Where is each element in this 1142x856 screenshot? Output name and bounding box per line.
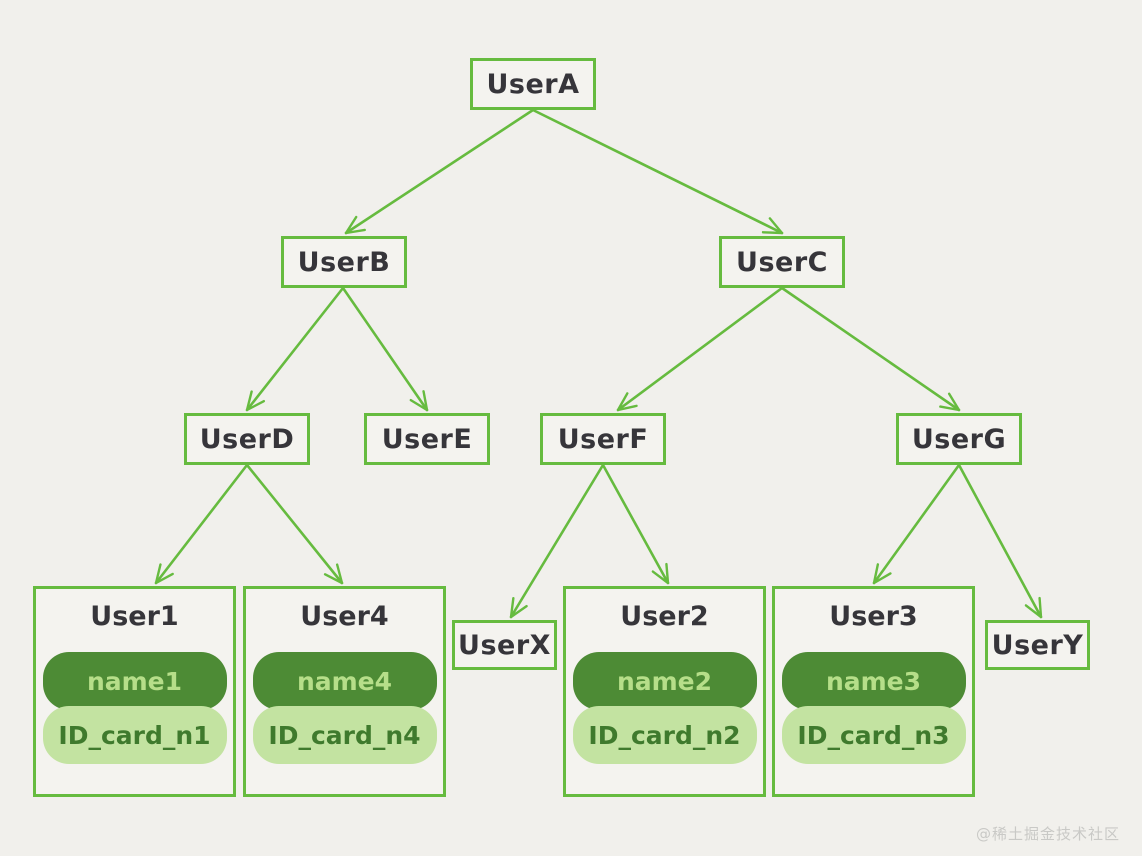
node-label: UserG bbox=[911, 423, 1007, 455]
node-label: UserY bbox=[991, 629, 1084, 661]
node-label: UserX bbox=[458, 629, 551, 661]
node-label: UserB bbox=[297, 246, 391, 278]
node-usera[interactable]: UserA bbox=[470, 58, 596, 110]
edge-userb-to-userd bbox=[245, 286, 345, 412]
node-userd[interactable]: UserD bbox=[184, 413, 310, 465]
edge-usera-to-userb bbox=[344, 108, 535, 235]
edge-userd-to-user1 bbox=[154, 463, 249, 585]
entity-id-card-pill: ID_card_n2 bbox=[572, 706, 757, 764]
node-userb[interactable]: UserB bbox=[281, 236, 407, 288]
edge-userf-to-userx bbox=[509, 463, 605, 619]
entity-name-pill: name3 bbox=[781, 652, 966, 710]
entity-id-card-pill: ID_card_n4 bbox=[252, 706, 437, 764]
node-label: UserF bbox=[557, 423, 649, 455]
entity-card-title: User2 bbox=[620, 601, 709, 632]
node-label: UserC bbox=[736, 246, 828, 278]
node-usere[interactable]: UserE bbox=[364, 413, 490, 465]
edge-userb-to-usere bbox=[341, 286, 429, 412]
edge-userc-to-userf bbox=[616, 286, 784, 412]
edge-usera-to-userc bbox=[531, 108, 784, 235]
entity-card-title: User3 bbox=[829, 601, 918, 632]
watermark: @稀土掘金技术社区 bbox=[975, 825, 1120, 843]
node-userf[interactable]: UserF bbox=[540, 413, 666, 465]
entity-name-pill: name4 bbox=[252, 652, 437, 710]
node-userx[interactable]: UserX bbox=[452, 620, 557, 670]
node-usery[interactable]: UserY bbox=[985, 620, 1090, 670]
node-label: UserD bbox=[199, 423, 295, 455]
edge-userg-to-user3 bbox=[872, 463, 961, 585]
node-userg[interactable]: UserG bbox=[896, 413, 1022, 465]
entity-card-title: User1 bbox=[90, 601, 179, 632]
edge-userf-to-user2 bbox=[601, 463, 670, 585]
node-userc[interactable]: UserC bbox=[719, 236, 845, 288]
node-label: UserE bbox=[381, 423, 473, 455]
edge-userd-to-user4 bbox=[245, 463, 344, 585]
entity-id-card-pill: ID_card_n1 bbox=[42, 706, 227, 764]
edge-userc-to-userg bbox=[780, 286, 961, 412]
entity-name-pill: name2 bbox=[572, 652, 757, 710]
node-label: UserA bbox=[486, 68, 580, 100]
entity-card-title: User4 bbox=[300, 601, 389, 632]
entity-name-pill: name1 bbox=[42, 652, 227, 710]
edge-userg-to-usery bbox=[957, 463, 1043, 619]
entity-id-card-pill: ID_card_n3 bbox=[781, 706, 966, 764]
